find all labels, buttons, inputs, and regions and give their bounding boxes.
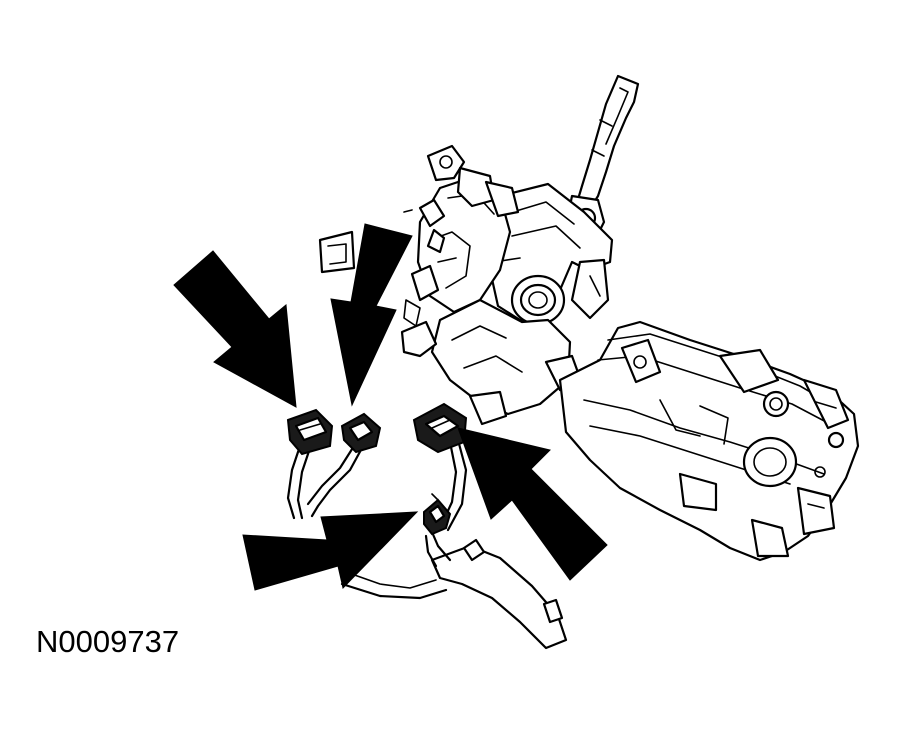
arrow-1 bbox=[173, 250, 297, 408]
electrical-connector-1 bbox=[286, 408, 334, 456]
ignition-lock-cylinder-housing bbox=[510, 274, 566, 326]
retaining-clip bbox=[318, 230, 356, 274]
steering-column-assembly bbox=[400, 144, 860, 562]
arrow-3 bbox=[457, 427, 608, 581]
arrow-4 bbox=[242, 511, 419, 591]
wiring-harness bbox=[286, 438, 568, 650]
electrical-connector-4 bbox=[423, 493, 452, 536]
figure-id-label: N0009737 bbox=[36, 624, 180, 659]
electrical-connector-2 bbox=[340, 412, 382, 454]
arrow-2 bbox=[330, 223, 413, 407]
